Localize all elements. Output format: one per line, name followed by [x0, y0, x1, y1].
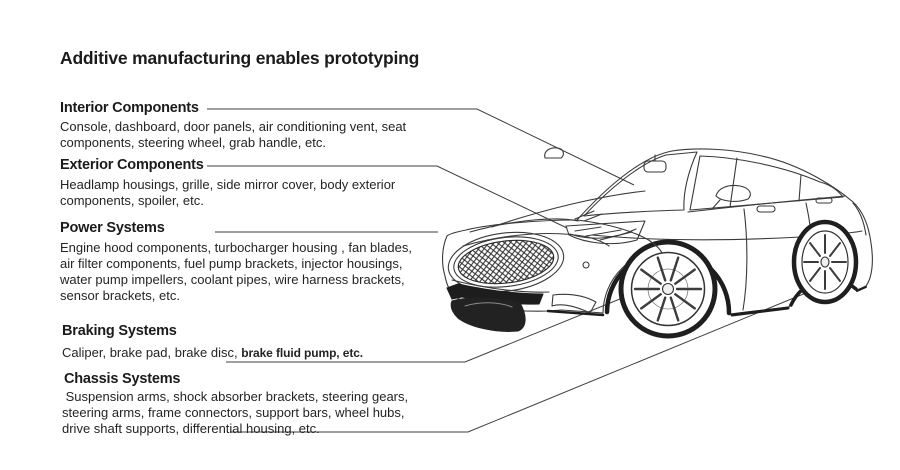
body-power-systems: Engine hood components, turbocharger hou… [60, 240, 412, 303]
braking-body-emphasis: brake fluid pump, etc. [241, 346, 364, 360]
door-handle-front [756, 205, 776, 213]
parking-sensor [582, 261, 590, 269]
heading-braking-systems: Braking Systems [62, 323, 177, 339]
headlamp [565, 220, 646, 245]
body-interior-components: Console, dashboard, door panels, air con… [60, 119, 407, 150]
front-rotor [647, 268, 689, 310]
fender-line [576, 219, 663, 254]
rear-rim [801, 230, 849, 294]
b-pillar [729, 157, 738, 208]
door-handle-rear [815, 197, 833, 204]
heading-exterior-components: Exterior Components [60, 157, 204, 173]
hood-crease-1 [469, 218, 579, 233]
side-mirror-left [544, 147, 564, 159]
heading-power-systems: Power Systems [60, 220, 165, 236]
beltline [687, 195, 846, 213]
rearview-mirror [643, 160, 667, 173]
rocker-shadow [730, 306, 790, 317]
body-exterior-components: Headlamp housings, grille, side mirror c… [60, 177, 396, 208]
front-tire [618, 239, 718, 339]
page-title: Additive manufacturing enables prototypi… [60, 48, 420, 68]
door-seam-rear [805, 202, 814, 287]
rear-lower-line [856, 286, 867, 292]
side-windows [689, 155, 844, 211]
drl-swoosh [569, 228, 637, 239]
front-wheel-arch [604, 249, 732, 316]
front-spokes [633, 256, 703, 322]
door-seam-front [742, 208, 748, 311]
car-body-outline [442, 148, 873, 315]
rear-hub-cap [820, 256, 830, 268]
braking-body-prefix: Caliper, brake pad, brake disc, [62, 345, 242, 360]
under-front-shadow [546, 309, 605, 317]
quarter-window-line [798, 174, 802, 202]
headlamp-streaks [574, 226, 633, 241]
rear-wheel-arch [789, 277, 858, 307]
body-chassis-systems: Suspension arms, shock absorber brackets… [62, 389, 409, 436]
rear-spokes [803, 234, 847, 290]
windshield [583, 151, 698, 217]
front-rim [630, 251, 706, 327]
sedan-drawing [442, 147, 873, 339]
hood-crease-3 [491, 190, 646, 228]
fog-scoop [551, 293, 597, 314]
front-hub-cap [661, 282, 675, 296]
heading-chassis-systems: Chassis Systems [64, 371, 181, 387]
side-character-line [591, 230, 863, 241]
heading-interior-components: Interior Components [60, 100, 199, 116]
rear-tire [791, 219, 859, 305]
side-mirror-right [711, 184, 751, 210]
body-braking-systems: Caliper, brake pad, brake disc, brake fl… [62, 345, 492, 361]
cowl-line [574, 210, 603, 222]
trunk-line [852, 202, 867, 236]
